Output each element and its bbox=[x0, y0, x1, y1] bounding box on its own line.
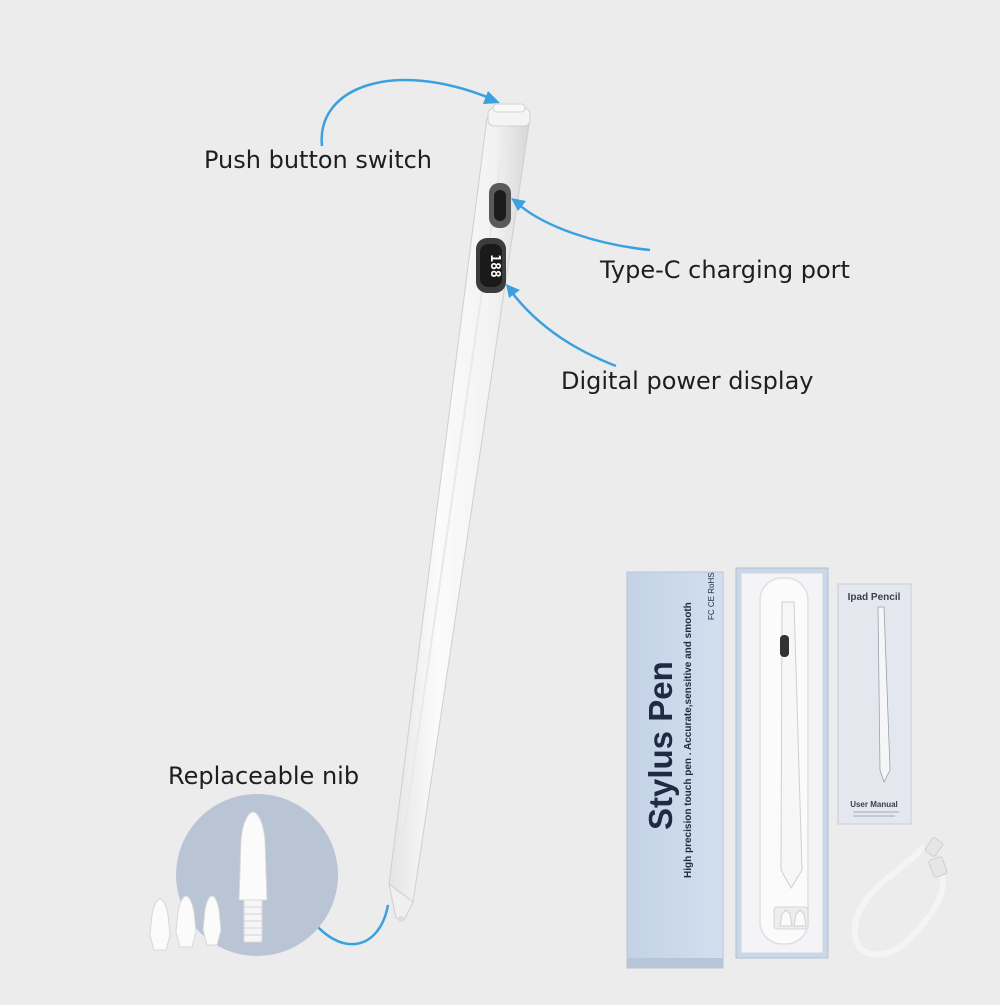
product-tray bbox=[735, 567, 829, 959]
box-certification-marks: FC CE RoHS bbox=[707, 572, 716, 620]
type-c-port-callout: Type-C charging port bbox=[600, 256, 850, 284]
user-manual-sheet bbox=[837, 583, 912, 825]
arrow-icon bbox=[509, 289, 617, 368]
manual-footer: User Manual bbox=[850, 800, 898, 809]
power-display-callout: Digital power display bbox=[561, 367, 814, 395]
arrow-icon bbox=[483, 91, 500, 104]
arrow-icon bbox=[320, 78, 493, 147]
arrow-icon bbox=[511, 198, 526, 211]
power-display-digits: 188 bbox=[487, 254, 502, 278]
type-c-port-icon bbox=[489, 183, 511, 228]
box-title: Stylus Pen bbox=[642, 661, 679, 830]
arrow-icon bbox=[306, 904, 390, 946]
usb-c-plug bbox=[928, 856, 948, 878]
usb-cable-icon bbox=[851, 845, 947, 958]
replaceable-nib-callout: Replaceable nib bbox=[168, 762, 360, 790]
arrow-icon bbox=[506, 284, 520, 298]
stylus-pen-icon bbox=[388, 103, 531, 922]
power-display-icon bbox=[476, 238, 506, 293]
manual-title: Ipad Pencil bbox=[848, 592, 901, 603]
usb-c-plug bbox=[924, 837, 944, 857]
box-subtitle: High precision touch pen . Accurate,sens… bbox=[683, 602, 694, 878]
replaceable-nib-illustration bbox=[149, 794, 338, 956]
push-button-callout: Push button switch bbox=[204, 146, 433, 174]
arrow-icon bbox=[516, 202, 651, 252]
product-box bbox=[626, 571, 724, 969]
